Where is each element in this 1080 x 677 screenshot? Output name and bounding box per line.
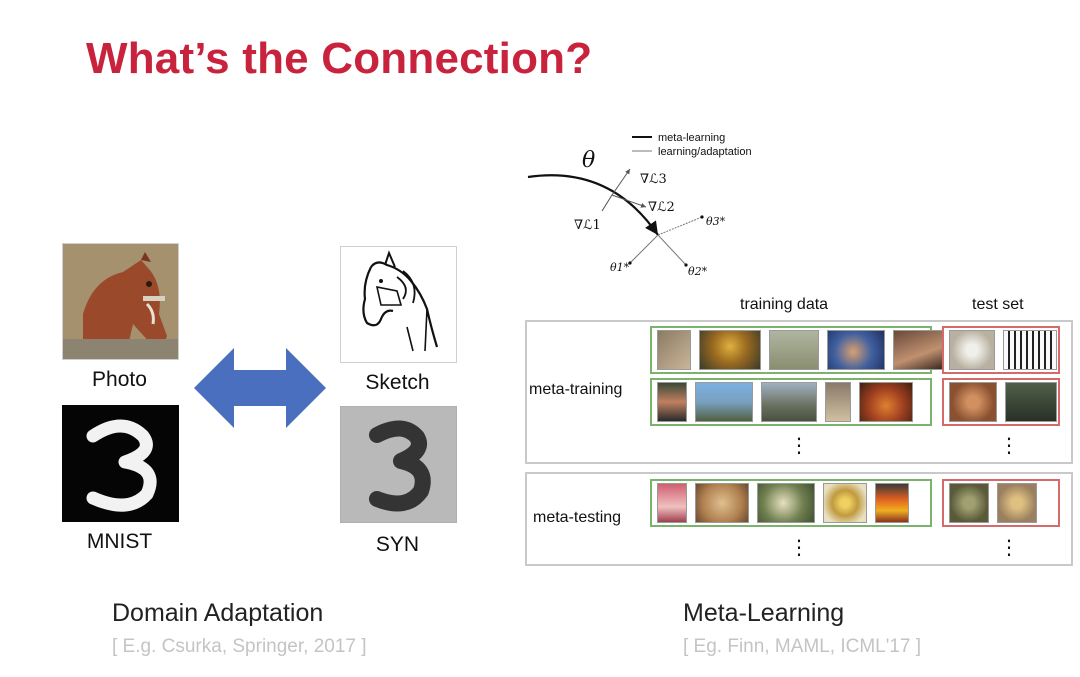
training-data-header: training data [740,296,829,313]
theta2-star-label: θ2* [688,265,708,278]
test-query-ellipsis: ⋮ [999,537,1019,559]
thumbnail [657,330,691,370]
slide-title: What’s the Connection? [86,34,593,83]
thumbnail [1003,330,1057,370]
train-query-ellipsis: ⋮ [999,435,1019,457]
theta1-star-label: θ1* [610,261,630,274]
train-support-strip-2 [650,378,932,426]
grad-l1-label: ∇ℒ1 [574,218,601,233]
mnist-label: MNIST [86,530,153,553]
thumbnail [997,483,1037,523]
thumbnail [949,382,997,422]
thumbnail [823,483,867,523]
train-query-strip-1 [942,326,1060,374]
legend-learning-adaptation: learning/adaptation [658,146,752,158]
theta-label: θ [582,148,595,173]
train-support-strip-1 [650,326,943,374]
test-set-header: test set [972,296,1024,313]
thumbnail [1005,382,1057,422]
horse-sketch-icon [340,246,457,363]
photo-label: Photo [92,368,147,391]
test-support-ellipsis: ⋮ [789,537,809,559]
thumbnail [657,483,687,523]
meta-learning-heading: Meta-Learning [683,599,845,627]
domain-adaptation-citation: [ E.g. Csurka, Springer, 2017 ] [112,636,367,657]
meta-learning-citation: [ Eg. Finn, MAML, ICML'17 ] [683,636,922,657]
thumbnail [893,330,943,370]
thumbnail [949,483,989,523]
digit-three-mnist-icon [62,405,179,522]
thumbnail [699,330,761,370]
test-query-strip [942,479,1060,527]
syn-label: SYN [375,533,420,556]
sketch-label: Sketch [365,371,430,394]
thumbnail [825,382,851,422]
test-support-strip [650,479,932,527]
thumbnail [859,382,913,422]
grad-l2-label: ∇ℒ2 [648,200,675,215]
theta3-star-label: θ3* [706,215,726,228]
thumbnail [769,330,819,370]
double-arrow-icon [194,344,326,432]
thumbnail [657,382,687,422]
meta-testing-panel [525,472,1073,566]
train-support-ellipsis: ⋮ [789,435,809,457]
meta-training-panel [525,320,1073,464]
thumbnail [757,483,815,523]
horse-photo-icon [62,243,179,360]
thumbnail [949,330,995,370]
thumbnail [875,483,909,523]
thumbnail [695,382,753,422]
meta-training-label: meta-training [529,381,623,398]
grad-l3-label: ∇ℒ3 [640,172,667,187]
domain-adaptation-heading: Domain Adaptation [112,599,324,627]
digit-three-syn-icon [340,406,457,523]
train-query-strip-2 [942,378,1060,426]
thumbnail [761,382,817,422]
thumbnail [695,483,749,523]
thumbnail [827,330,885,370]
meta-testing-label: meta-testing [533,509,622,526]
legend-meta-learning: meta-learning [658,132,725,144]
maml-diagram: θ ∇ℒ1 ∇ℒ2 ∇ℒ3 θ1* θ2* θ3* meta-learning … [520,125,810,285]
